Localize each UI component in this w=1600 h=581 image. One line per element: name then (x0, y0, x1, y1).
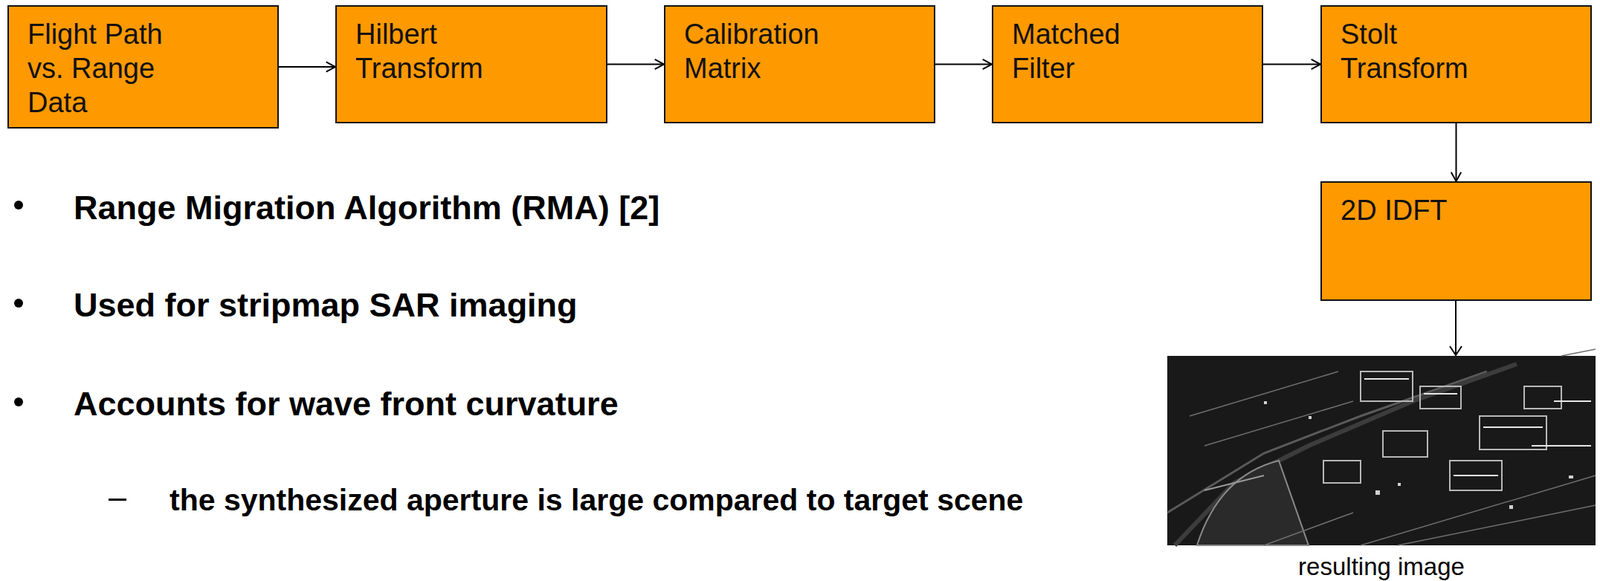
bullet-dot (14, 298, 24, 308)
leader-arrow (1449, 301, 1462, 356)
flow-arrow (935, 59, 992, 70)
process-box: Hilbert Transform (335, 5, 608, 124)
image-caption: resulting image (1167, 553, 1596, 581)
process-box: Calibration Matrix (663, 5, 936, 124)
bullet-text: Accounts for wave front curvature (73, 385, 619, 424)
bullet-dot (14, 200, 24, 210)
box-label: Hilbert Transform (355, 17, 534, 86)
flow-arrow (278, 61, 336, 72)
bullet-text: Range Migration Algorithm (RMA) [2] (73, 188, 660, 228)
process-box: Stolt Transform (1320, 5, 1592, 124)
box-label: Stolt Transform (1340, 17, 1519, 86)
sub-bullet-dash (108, 498, 127, 502)
process-box: Flight Path vs. Range Data (7, 5, 279, 129)
bullet-dot (14, 397, 24, 407)
box-label: Calibration Matrix (684, 17, 863, 86)
sar-image (1167, 349, 1596, 546)
process-box: 2D IDFT (1320, 181, 1592, 302)
bullet-text: Used for stripmap SAR imaging (73, 286, 578, 325)
process-box: Matched Filter (991, 5, 1264, 124)
flow-arrow (1263, 59, 1321, 70)
flow-arrow (607, 59, 664, 70)
box-label: 2D IDFT (1340, 193, 1519, 228)
sub-bullet-text: the synthesized aperture is large compar… (169, 483, 1137, 518)
box-label: Matched Filter (1011, 17, 1191, 86)
flow-arrow (1451, 123, 1461, 182)
box-label: Flight Path vs. Range Data (27, 17, 206, 120)
